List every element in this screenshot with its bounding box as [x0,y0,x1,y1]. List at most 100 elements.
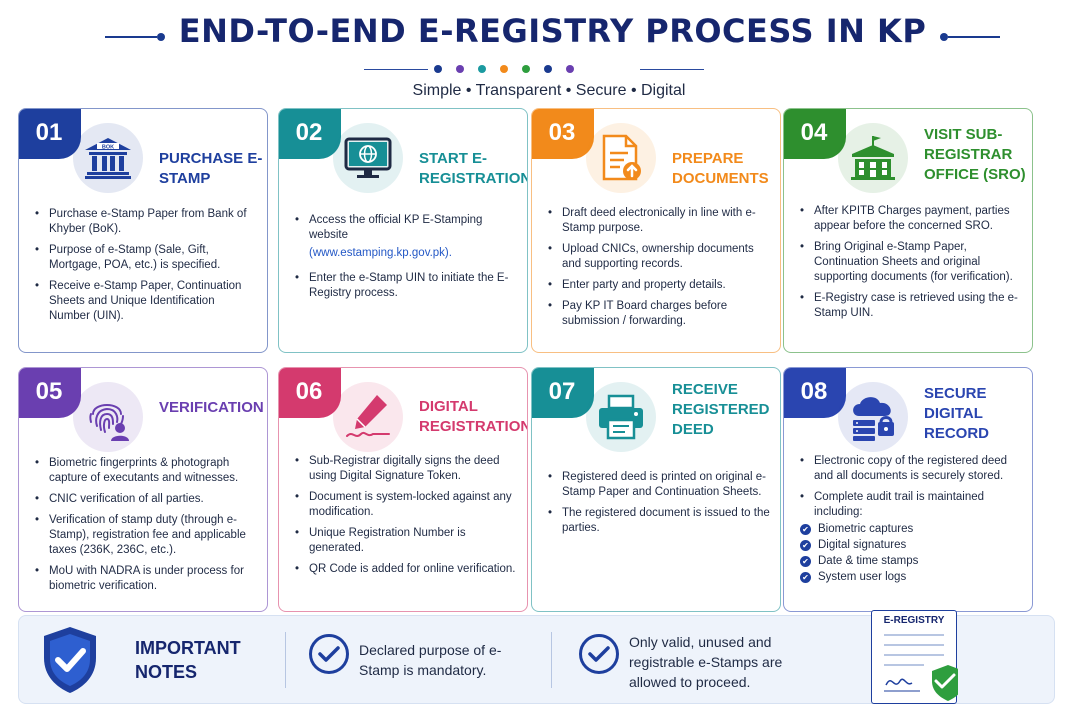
note-purpose: Declared purpose of e-Stamp is mandatory… [359,642,502,678]
audit-trail-item: Date & time stamps [800,554,1022,569]
step-card-06: 06 DIGITAL REGISTRATION Sub-Registrar dig… [278,367,528,612]
step-detail-item: Receive e-Stamp Paper, Continuation Shee… [35,279,257,324]
step-title: VISIT SUB-REGISTRAR OFFICE (SRO) [924,126,1026,183]
step-detail-text: Access the official KP E-Stamping websit… [309,214,483,241]
e-registry-document-icon: E-REGISTRY [871,610,958,704]
decorative-dot [478,65,486,73]
step-detail-text: Enter the e-Stamp UIN to initiate the E-… [309,272,509,299]
step-details: Purchase e-Stamp Paper from Bank of Khyb… [35,207,257,330]
shield-check-icon [39,624,101,700]
step-number: 02 [279,109,341,159]
divider-right [640,69,704,70]
check-circle-icon [309,634,349,674]
step-details: Registered deed is printed on original e… [548,470,770,542]
step-detail-text: Complete audit trail is maintained inclu… [814,491,985,518]
step-detail-item: E-Registry case is retrieved using the e… [800,291,1022,321]
government-building-icon [838,123,908,193]
notes-divider [285,632,286,688]
step-detail-text: Electronic copy of the registered deed a… [814,455,1008,482]
step-card-02: 02 START E-REGISTRATIONAccess the offici… [278,108,528,353]
step-details: Biometric fingerprints & photograph capt… [35,456,257,600]
estamping-website-link[interactable]: (www.estamping.kp.gov.pk). [309,247,452,259]
step-detail-item: Sub-Registrar digitally signs the deed u… [295,454,517,484]
step-card-05: 05 VERIFICATION Biometric fingerprints & … [18,367,268,612]
decorative-dot [456,65,464,73]
step-detail-text: After KPITB Charges payment, parties app… [814,205,1010,232]
step-title: RECEIVE REGISTERED DEED [672,381,770,438]
step-detail-text: Purchase e-Stamp Paper from Bank of Khyb… [49,208,247,235]
monitor-globe-icon [333,123,403,193]
note-valid-estamps: Only valid, unused and registrable e-Sta… [629,634,783,690]
notes-heading: IMPORTANT NOTES [135,638,241,682]
step-detail-text: Biometric fingerprints & photograph capt… [49,457,239,484]
step-detail-text: Draft deed electronically in line with e… [562,207,756,234]
audit-trail-item: System user logs [800,570,1022,585]
audit-trail-item: Digital signatures [800,538,1022,553]
step-detail-text: QR Code is added for online verification… [309,563,516,575]
step-detail-item: Bring Original e-Stamp Paper, Continuati… [800,240,1022,285]
check-circle-icon [579,634,619,674]
audit-trail-list: Biometric capturesDigital signaturesDate… [800,522,1022,585]
step-title: DIGITAL REGISTRATION [419,398,528,435]
step-detail-text: Sub-Registrar digitally signs the deed u… [309,455,500,482]
step-details: Access the official KP E-Stamping websit… [295,213,517,307]
step-card-04: 04 VISIT SUB-REGISTRAR OFFICE (SRO)After… [783,108,1033,353]
step-detail-text: Upload CNICs, ownership documents and su… [562,243,754,270]
step-detail-item: Pay KP IT Board charges before submissio… [548,299,770,329]
step-number: 07 [532,368,594,418]
step-card-01: 01 BOK PURCHASE E-STAMPPurchase e-Stamp … [18,108,268,353]
step-detail-item: Electronic copy of the registered deed a… [800,454,1022,484]
printer-icon [586,382,656,452]
step-detail-item: Complete audit trail is maintained inclu… [800,490,1022,585]
title-line-left [105,36,157,38]
document-upload-icon [586,123,656,193]
step-card-08: 08 SECURE DIGITAL RECORD Electronic copy … [783,367,1033,612]
step-detail-item: Access the official KP E-Stamping websit… [295,213,517,261]
title-dot-left [157,33,165,41]
decorative-dots [434,65,634,73]
step-detail-text: E-Registry case is retrieved using the e… [814,292,1018,319]
step-detail-item: The registered document is issued to the… [548,506,770,536]
title-line-right [948,36,1000,38]
step-number: 08 [784,368,846,418]
step-card-07: 07 RECEIVE REGISTERED DEED Registered dee… [531,367,781,612]
step-card-03: 03 PREPARE DOCUMENTSDraft deed electroni… [531,108,781,353]
step-details: Draft deed electronically in line with e… [548,206,770,335]
step-detail-text: Purpose of e-Stamp (Sale, Gift, Mortgage… [49,244,221,271]
step-detail-item: CNIC verification of all parties. [35,492,257,507]
step-detail-item: QR Code is added for online verification… [295,562,517,577]
step-detail-item: Enter the e-Stamp UIN to initiate the E-… [295,271,517,301]
step-detail-text: Pay KP IT Board charges before submissio… [562,300,728,327]
decorative-dot [566,65,574,73]
decorative-dot [544,65,552,73]
step-detail-item: MoU with NADRA is under process for biom… [35,564,257,594]
step-detail-text: Document is system-locked against any mo… [309,491,512,518]
step-detail-text: MoU with NADRA is under process for biom… [49,565,244,592]
title-dot-right [940,33,948,41]
page-subtitle: Simple • Transparent • Secure • Digital [412,82,686,99]
step-detail-item: Document is system-locked against any mo… [295,490,517,520]
step-title: PURCHASE E-STAMP [159,150,263,187]
document-title: E-REGISTRY [883,615,945,626]
step-title: SECURE DIGITAL RECORD [924,385,990,442]
step-title: VERIFICATION [159,399,264,416]
step-details: After KPITB Charges payment, parties app… [800,204,1022,327]
decorative-dot [500,65,508,73]
step-detail-text: Verification of stamp duty (through e-St… [49,514,246,556]
divider-left [364,69,428,70]
step-detail-item: After KPITB Charges payment, parties app… [800,204,1022,234]
step-detail-item: Purpose of e-Stamp (Sale, Gift, Mortgage… [35,243,257,273]
step-detail-item: Enter party and property details. [548,278,770,293]
step-detail-text: Unique Registration Number is generated. [309,527,466,554]
decorative-dot [522,65,530,73]
step-detail-text: Bring Original e-Stamp Paper, Continuati… [814,241,1013,283]
step-detail-item: Registered deed is printed on original e… [548,470,770,500]
step-number: 06 [279,368,341,418]
step-details: Electronic copy of the registered deed a… [800,454,1022,591]
fingerprint-icon [73,382,143,452]
step-detail-text: CNIC verification of all parties. [49,493,204,505]
step-number: 05 [19,368,81,418]
decorative-dot [434,65,442,73]
notes-divider [551,632,552,688]
step-title: PREPARE DOCUMENTS [672,150,769,187]
